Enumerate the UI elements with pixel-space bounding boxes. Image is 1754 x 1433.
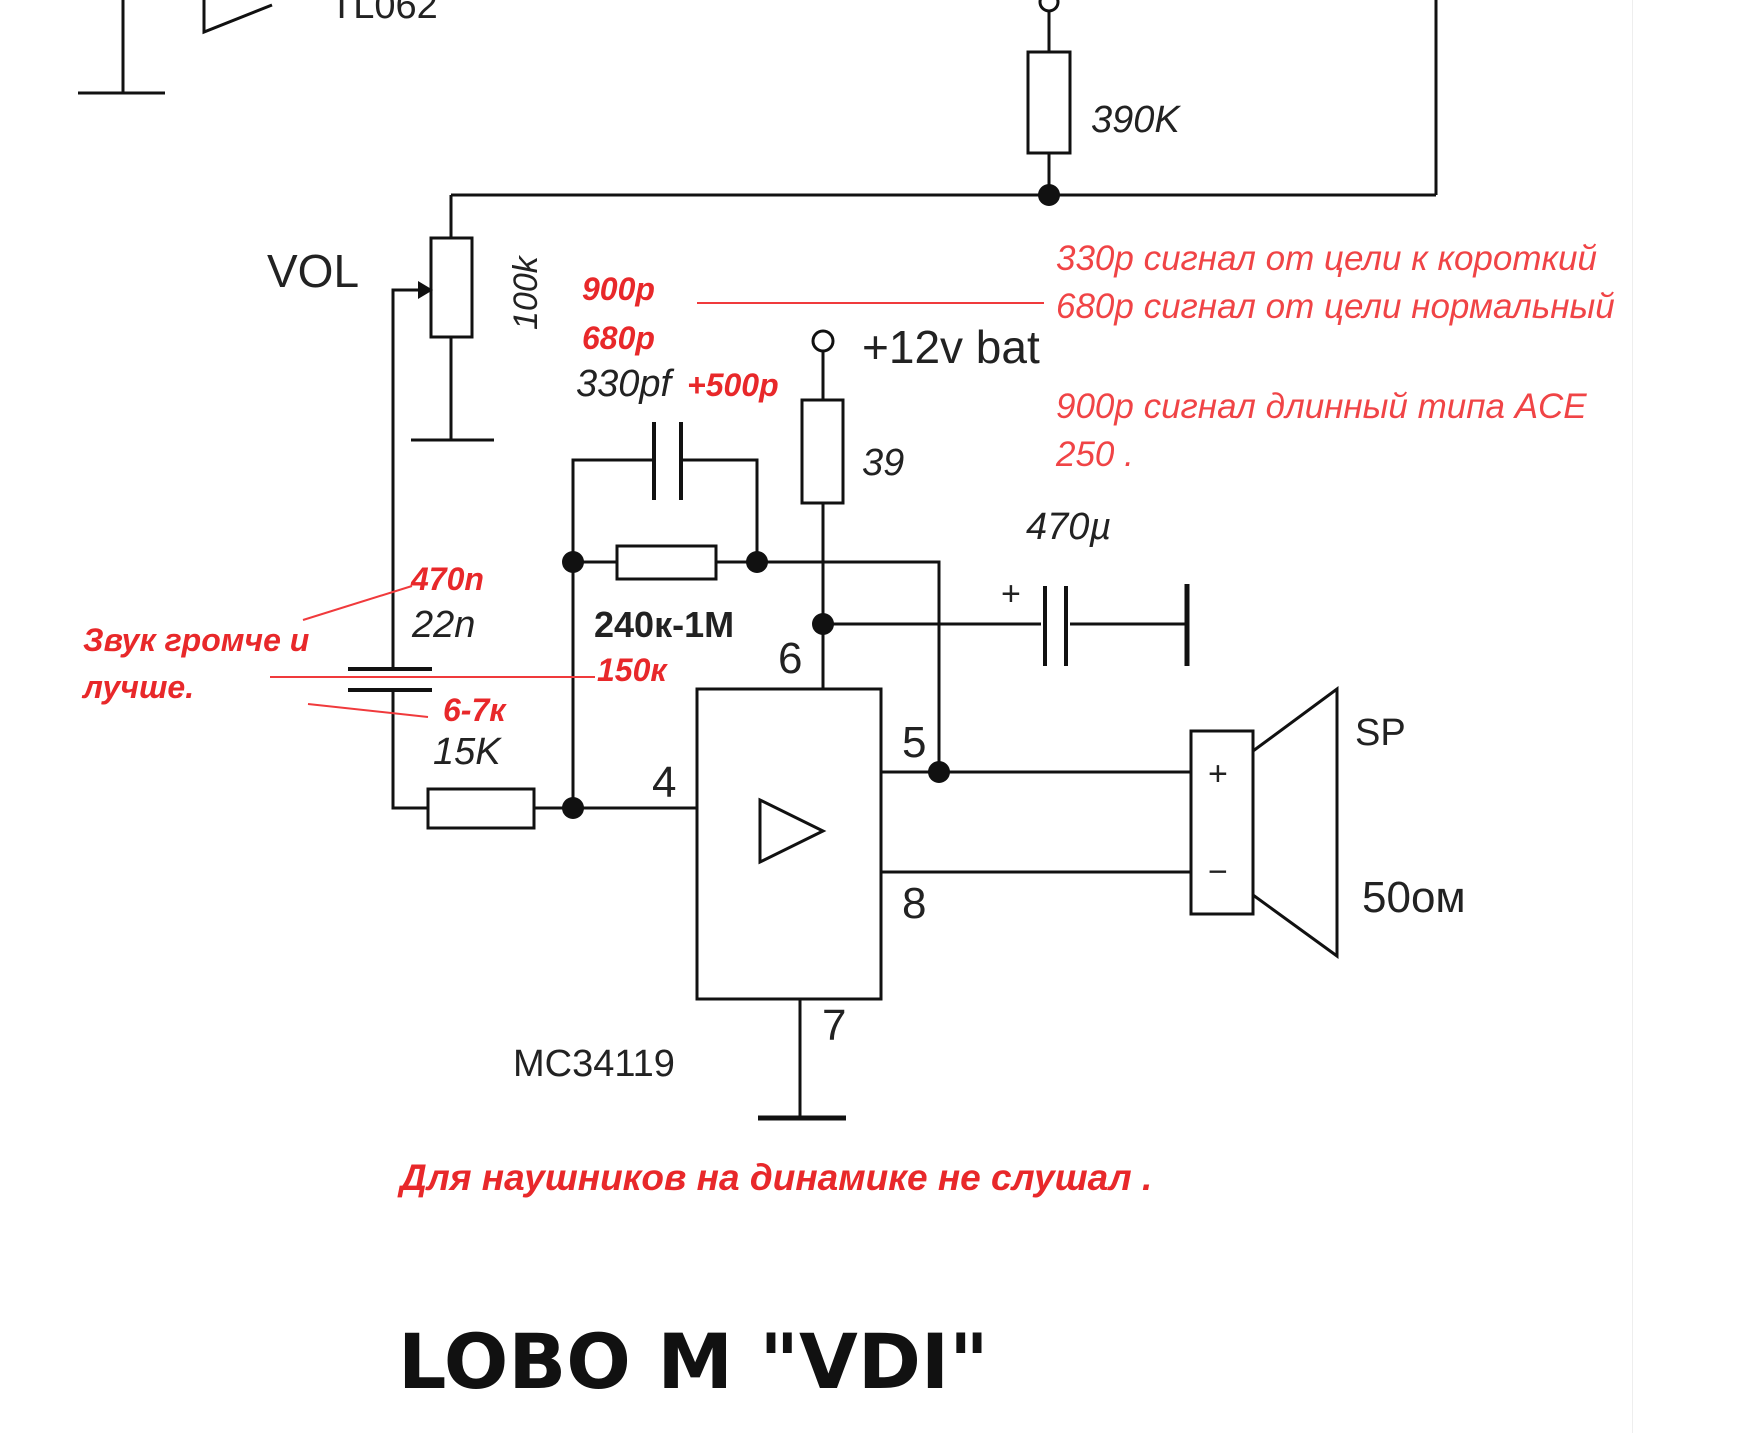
pot-wiper-arrow xyxy=(418,281,433,299)
speaker-label: SP xyxy=(1355,712,1406,754)
c470u-label: 470µ xyxy=(1026,506,1111,548)
c470n-label: 470n xyxy=(410,561,484,597)
headphones-note: Для наушников на динамике не слушал . xyxy=(397,1157,1152,1198)
c22n-label: 22n xyxy=(411,604,475,646)
note-900p: 900р сигнал длинный типа ACE xyxy=(1056,387,1587,426)
ic-label: MC34119 xyxy=(513,1043,675,1085)
speaker-minus-label: − xyxy=(1208,853,1228,891)
input-capacitor-22n xyxy=(348,667,432,692)
ic-ground xyxy=(758,999,846,1121)
resistor-240k xyxy=(615,544,718,581)
page-right-margin xyxy=(1632,0,1754,1433)
resistor-39 xyxy=(800,398,845,505)
c470u-plus: + xyxy=(1001,575,1021,613)
c680p-label: 680p xyxy=(582,320,655,356)
speaker-symbol xyxy=(1189,686,1339,959)
feedback-capacitor-330pf xyxy=(652,422,683,500)
junction-fb-right xyxy=(746,551,768,573)
supply-terminal xyxy=(811,329,835,353)
note-250: 250 . xyxy=(1055,435,1134,474)
top-ground-symbol xyxy=(78,0,165,95)
resistor-390k xyxy=(1026,50,1072,155)
top-terminal xyxy=(1038,0,1060,13)
r15k-label: 15K xyxy=(433,731,502,773)
pin6-label: 6 xyxy=(778,634,802,683)
speaker-wiring xyxy=(881,770,1191,874)
r67k-label: 6-7к xyxy=(443,692,507,728)
louder-note-line1: Звук громче и xyxy=(83,622,309,658)
c900p-label: 900p xyxy=(582,271,655,307)
junction-fb-left xyxy=(562,551,584,573)
tl062-label: TL062 xyxy=(330,0,438,27)
junction-input xyxy=(562,797,584,819)
r39-label: 39 xyxy=(862,442,904,484)
junction-top xyxy=(1038,184,1060,206)
r240k-label: 240к-1M xyxy=(594,604,734,645)
pot-value-label: 100k xyxy=(507,254,545,330)
top-wiring xyxy=(449,0,1438,238)
pot-wiring xyxy=(391,288,494,670)
junction-pin5 xyxy=(928,761,950,783)
speaker-plus-label: + xyxy=(1208,755,1228,793)
potentiometer-100k xyxy=(429,236,474,339)
tl062-opamp-symbol xyxy=(202,0,273,35)
pin8-label: 8 xyxy=(902,879,926,928)
vol-label: VOL xyxy=(267,245,359,297)
c330pf-label: 330pf xyxy=(576,363,675,405)
annotation-pointers xyxy=(270,585,595,718)
r390k-label: 390K xyxy=(1091,99,1181,141)
note-680p: 680р сигнал от цели нормальный xyxy=(1056,287,1615,326)
louder-note-line2: лучше. xyxy=(81,669,194,705)
junction-pin6 xyxy=(812,613,834,635)
feedback-wiring xyxy=(571,458,941,808)
note-330p: 330р сигнал от цели к короткий xyxy=(1056,239,1597,278)
input-wiring xyxy=(391,690,697,810)
r150k-label: 150к xyxy=(597,652,668,688)
speaker-impedance-label: 50ом xyxy=(1362,873,1466,922)
pin7-label: 7 xyxy=(822,1001,846,1050)
page-title: LOBO M "VDI" xyxy=(398,1317,989,1406)
amp-triangle-symbol xyxy=(758,797,827,865)
pin4-label: 4 xyxy=(652,758,676,807)
c500p-label: +500p xyxy=(687,367,779,403)
capacitor-470u xyxy=(823,584,1190,666)
pin5-label: 5 xyxy=(902,718,926,767)
resistor-15k xyxy=(426,787,536,830)
supply-label: +12v bat xyxy=(862,321,1040,373)
